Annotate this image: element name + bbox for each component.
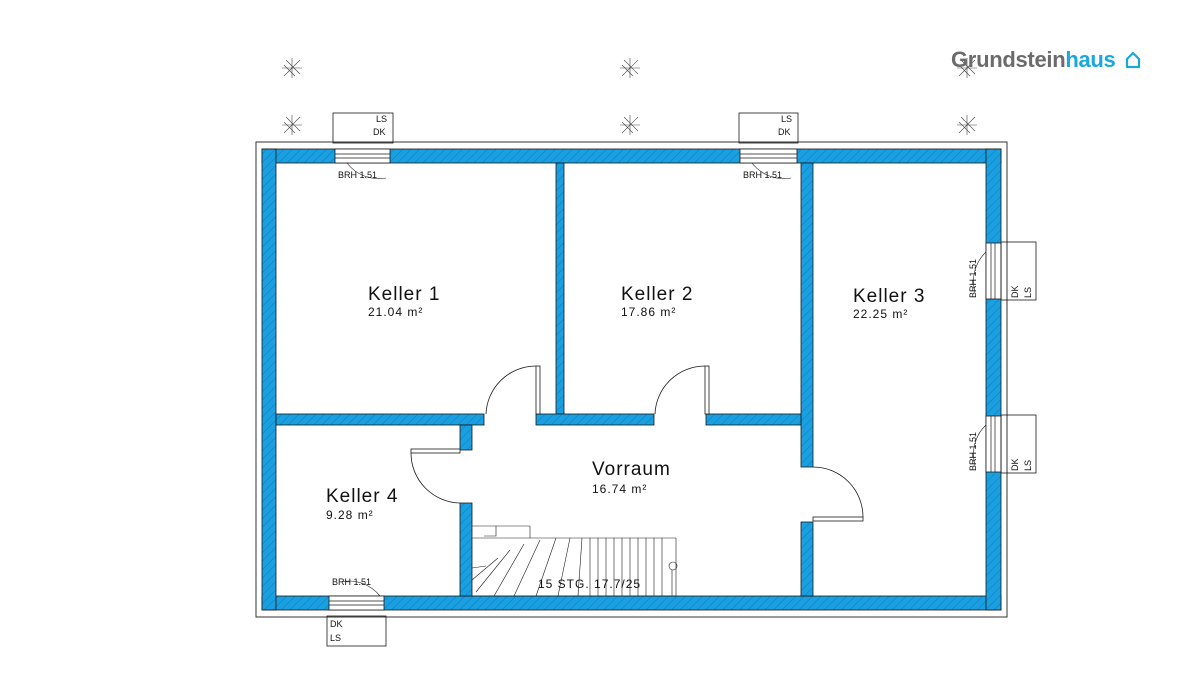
grid-markers <box>282 58 977 135</box>
brand-logo: Grundsteinhaus <box>951 47 1141 73</box>
window-tag-ls: LS <box>330 633 341 643</box>
window-tag-dk: DK <box>1010 458 1020 471</box>
window-sill-boxes <box>326 112 1037 647</box>
window-tag-brh: BRH 1.51 <box>332 577 371 587</box>
room-name-keller-4: Keller 4 <box>326 486 398 507</box>
window-tag-ls: LS <box>1023 287 1033 298</box>
window-tag-brh: BRH 1.51 <box>968 259 978 298</box>
house-outline-icon <box>1126 51 1141 69</box>
exterior-walls <box>261 148 1002 611</box>
window-tag-brh: BRH 1.51 <box>968 432 978 471</box>
outer-outline <box>255 141 1008 618</box>
window-tag-dk: DK <box>778 127 791 137</box>
room-name-keller-3: Keller 3 <box>853 286 925 307</box>
window-tag-dk: DK <box>330 619 343 629</box>
room-name-keller-2: Keller 2 <box>621 284 693 305</box>
window-tag-brh: BRH 1.51 <box>743 170 782 180</box>
window-tag-ls: LS <box>781 114 792 124</box>
window-tag-brh: BRH 1.51 <box>338 170 377 180</box>
stair-label: 15 STG. 17.7/25 <box>538 577 641 591</box>
stairs <box>471 525 678 597</box>
room-area-keller-1: 21.04 m² <box>368 305 423 319</box>
window-openings <box>328 148 1002 611</box>
room-area-keller-4: 9.28 m² <box>326 508 374 522</box>
doors <box>410 365 864 522</box>
window-glazing <box>329 153 996 606</box>
window-tag-ls: LS <box>376 114 387 124</box>
room-area-keller-3: 22.25 m² <box>853 307 908 321</box>
brand-text-part2: haus <box>1065 47 1116 72</box>
room-name-keller-1: Keller 1 <box>368 284 440 305</box>
window-swing-arcs <box>339 162 987 597</box>
window-tag-ls: LS <box>1023 460 1033 471</box>
room-name-vorraum: Vorraum <box>592 459 671 480</box>
window-tag-dk: DK <box>373 127 386 137</box>
brand-text-part1: Grundstein <box>951 47 1066 72</box>
room-area-vorraum: 16.74 m² <box>592 482 647 496</box>
room-area-keller-2: 17.86 m² <box>621 305 676 319</box>
interior-walls <box>275 162 814 597</box>
window-tag-dk: DK <box>1010 285 1020 298</box>
